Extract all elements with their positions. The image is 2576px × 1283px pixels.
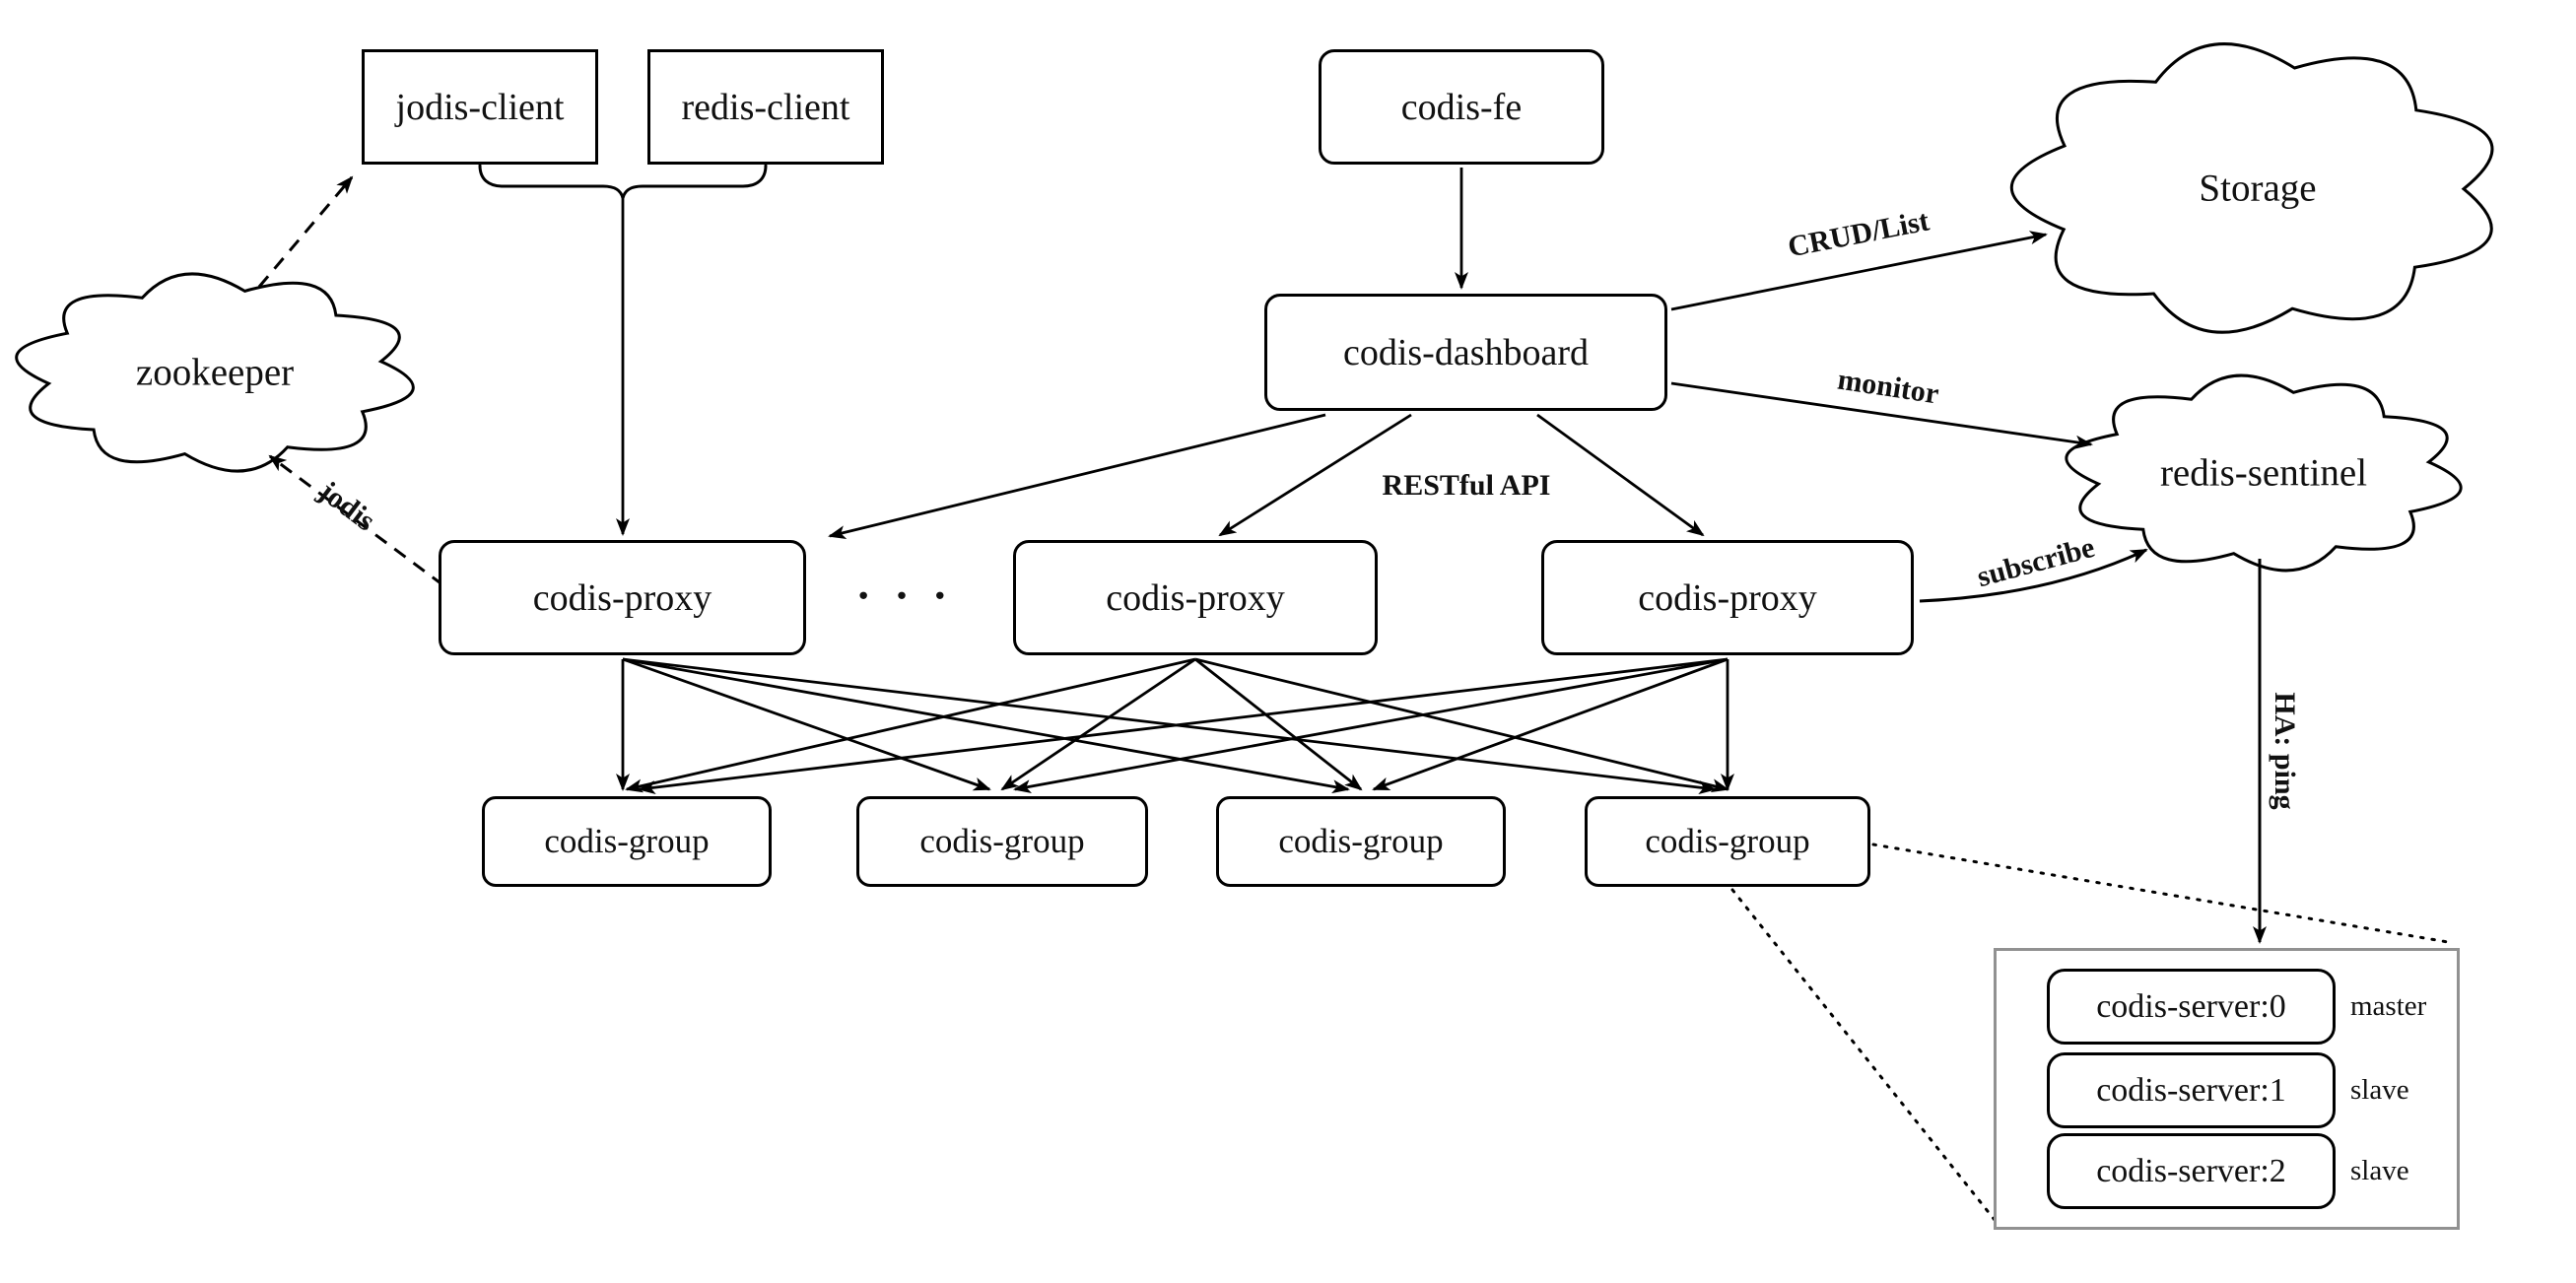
redis-sentinel-cloud xyxy=(2065,373,2463,573)
codis-fe-box: codis-fe xyxy=(1319,49,1604,165)
codis-server-1-box: codis-server:1 xyxy=(2047,1052,2336,1128)
codis-server-2-role: slave xyxy=(2350,1155,2409,1186)
arrow-dashboard-to-sentinel xyxy=(1670,381,2093,449)
redis-client-label: redis-client xyxy=(681,86,850,128)
codis-server-0-label: codis-server:0 xyxy=(2096,987,2286,1025)
arrow-dashboard-to-proxy3 xyxy=(1536,413,1705,537)
arrow-proxy-to-group xyxy=(1372,657,1729,791)
codis-group-label: codis-group xyxy=(919,822,1085,860)
codis-group-box-1: codis-group xyxy=(482,796,772,887)
codis-server-2-box: codis-server:2 xyxy=(2047,1133,2336,1209)
codis-server-0-role: master xyxy=(2350,990,2427,1022)
codis-group-label: codis-group xyxy=(1278,822,1444,860)
codis-proxy-label: codis-proxy xyxy=(1106,576,1285,619)
redis-sentinel-label: redis-sentinel xyxy=(2159,451,2368,495)
arrow-dashboard-to-storage xyxy=(1670,231,2048,311)
restful-api-edge-label: RESTful API xyxy=(1382,469,1551,502)
ha-ping-edge-label: HA: ping xyxy=(2269,692,2301,810)
codis-dashboard-label: codis-dashboard xyxy=(1342,331,1590,373)
codis-server-1-label: codis-server:1 xyxy=(2096,1071,2286,1109)
codis-proxy-box-1: codis-proxy xyxy=(439,540,806,655)
proxy-ellipsis: · · · xyxy=(855,570,954,621)
arrow-proxy-to-group xyxy=(625,657,1196,793)
arrow-proxy-to-group xyxy=(622,657,1717,795)
codis-group-box-4: codis-group xyxy=(1585,796,1870,887)
arrow-proxy-to-group xyxy=(1194,657,1363,791)
arrow-proxy-to-group xyxy=(638,657,1729,795)
dashed-arrow-proxy1-to-zookeeper xyxy=(268,454,444,587)
arrow-proxy-to-group xyxy=(622,657,1350,794)
codis-proxy-box-3: codis-proxy xyxy=(1541,540,1914,655)
arrow-dashboard-to-proxy2 xyxy=(1218,413,1412,537)
arrow-proxy-to-group xyxy=(1013,657,1729,794)
zookeeper-label: zookeeper xyxy=(135,351,295,394)
codis-group-box-2: codis-group xyxy=(856,796,1148,887)
dashed-arrow-zookeeper-to-jodis-client xyxy=(257,175,354,288)
codis-dashboard-box: codis-dashboard xyxy=(1264,294,1667,411)
codis-server-2-label: codis-server:2 xyxy=(2096,1152,2286,1189)
zookeeper-cloud xyxy=(15,272,415,473)
codis-group-label: codis-group xyxy=(544,822,710,860)
codis-group-box-3: codis-group xyxy=(1216,796,1506,887)
dotted-group4-to-container-top xyxy=(1871,843,2456,945)
clients-brace xyxy=(478,164,768,199)
storage-cloud xyxy=(2009,42,2494,334)
storage-label: Storage xyxy=(2199,167,2317,210)
codis-fe-label: codis-fe xyxy=(1400,86,1523,128)
arrow-proxy3-subscribe-sentinel xyxy=(1919,548,2148,603)
codis-server-0-box: codis-server:0 xyxy=(2047,969,2336,1045)
arrow-proxy-to-group xyxy=(622,657,991,791)
codis-group-label: codis-group xyxy=(1645,822,1810,860)
dotted-group4-to-container-bottom xyxy=(1730,888,2000,1227)
arrow-proxy-to-group xyxy=(1194,657,1729,793)
arrow-proxy-to-group xyxy=(1000,657,1196,791)
codis-server-1-role: slave xyxy=(2350,1074,2409,1106)
codis-proxy-label: codis-proxy xyxy=(532,576,712,619)
codis-proxy-label: codis-proxy xyxy=(1638,576,1817,619)
codis-proxy-box-2: codis-proxy xyxy=(1013,540,1378,655)
redis-client-box: redis-client xyxy=(647,49,884,165)
arrow-dashboard-to-proxy1 xyxy=(828,413,1326,539)
jodis-client-label: jodis-client xyxy=(395,86,565,128)
jodis-client-box: jodis-client xyxy=(362,49,598,165)
proxy-group-mesh xyxy=(616,657,1734,795)
